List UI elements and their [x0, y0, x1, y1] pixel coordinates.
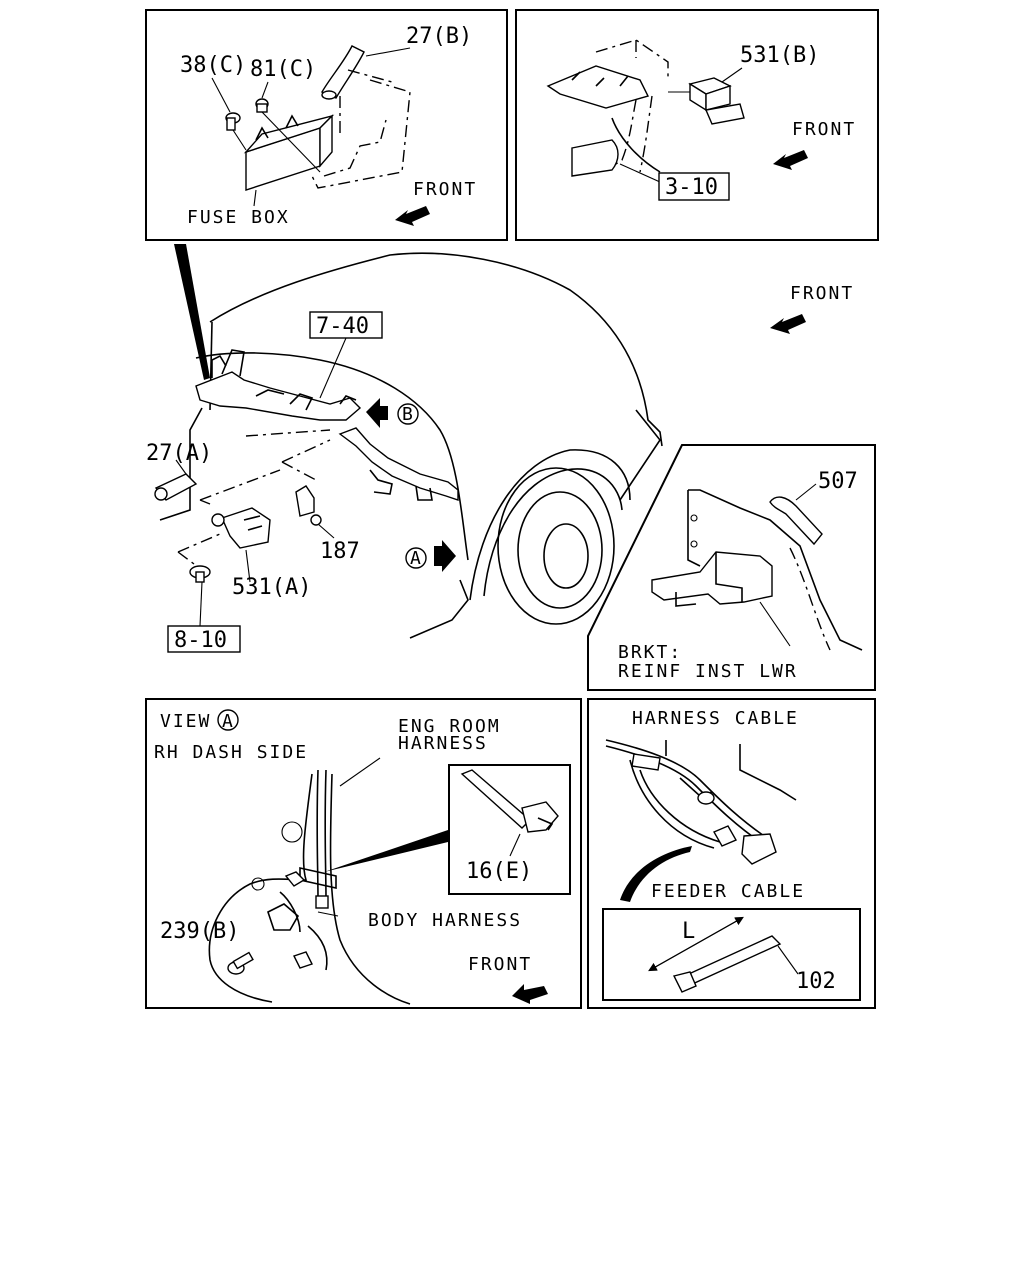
label-front-2: FRONT	[792, 119, 856, 140]
label-brkt: BRKT:	[618, 642, 682, 663]
nut-81c-icon	[255, 98, 269, 113]
ref-3-10: 3-10	[665, 175, 718, 200]
bracket-panel: 507 BRKT: REINF INST LWR	[587, 444, 876, 691]
front-arrow-icon	[395, 206, 430, 226]
ref-box-7-40	[309, 311, 383, 339]
ref-box-3-10	[658, 172, 730, 201]
view-b-arrow-icon	[366, 398, 388, 428]
label-rh-dash-side: RH DASH SIDE	[154, 742, 308, 763]
label-531b: 531(B)	[740, 43, 819, 68]
pedal-panel: 531(B) 3-10 FRONT	[515, 9, 879, 241]
label-body-harness: BODY HARNESS	[368, 910, 522, 931]
bolt-239b-icon	[227, 951, 254, 975]
front-arrow-icon	[773, 150, 808, 170]
label-27b: 27(B)	[406, 24, 472, 49]
reinf-bracket-icon	[651, 551, 773, 605]
label-38c: 38(C)	[180, 53, 246, 78]
label-front-4: FRONT	[468, 954, 532, 975]
label-view-b: B	[402, 404, 415, 425]
connector-icon	[741, 833, 777, 865]
label-531a: 531(A)	[232, 575, 311, 600]
wheel-icon	[469, 449, 631, 625]
fuse-box-panel: 27(B) 38(C) 81(C) FUSE BOX FRONT	[145, 9, 508, 241]
ref-7-40: 7-40	[316, 314, 369, 339]
bracket-187-icon	[295, 485, 322, 526]
label-eng-room: ENG ROOM	[398, 716, 501, 737]
pedal-pad-icon	[571, 139, 619, 177]
pointer-wedge-icon	[324, 830, 448, 872]
label-507: 507	[818, 469, 858, 494]
inset-102	[602, 908, 861, 1001]
front-arrow-icon	[512, 984, 548, 1004]
inset-16e	[448, 764, 571, 895]
label-view: VIEW	[160, 711, 211, 732]
harness-clip-27a-icon	[154, 473, 198, 501]
view-a-arrow-icon	[434, 540, 456, 572]
cable-tie-102-icon	[672, 935, 782, 993]
view-b-circle	[397, 403, 419, 425]
label-harness-cable: HARNESS CABLE	[632, 708, 799, 729]
label-front-3: FRONT	[790, 283, 854, 304]
label-front-1: FRONT	[413, 179, 477, 200]
label-102: 102	[796, 969, 836, 994]
view-a-circle	[217, 709, 239, 731]
cable-panel: HARNESS CABLE FEEDER CABLE L 102	[587, 698, 876, 1009]
pointer-wedge-icon	[174, 244, 210, 380]
main-vehicle-view: 7-40 B 27(A) 187 A 531(A) 8-10 FRONT	[146, 244, 854, 653]
label-harness: HARNESS	[398, 733, 488, 754]
ref-box-8-10	[167, 625, 241, 653]
label-dim-l: L	[682, 919, 695, 944]
label-16e: 16(E)	[466, 859, 532, 884]
harness-clip-27b-icon	[321, 45, 365, 99]
label-27a: 27(A)	[146, 441, 212, 466]
ref-8-10: 8-10	[174, 628, 227, 653]
label-feeder-cable: FEEDER CABLE	[651, 881, 805, 902]
bolt-8-10-icon	[189, 565, 211, 583]
fuse-box-icon	[243, 114, 335, 191]
label-reinf-inst-lwr: REINF INST LWR	[618, 661, 798, 682]
view-a-circle	[405, 547, 427, 569]
front-arrow-icon	[770, 314, 806, 334]
label-239b: 239(B)	[160, 919, 239, 944]
clip-507-icon	[769, 496, 823, 546]
label-view-a: A	[410, 548, 423, 569]
switch-531a-icon	[211, 507, 271, 549]
switch-531b-icon	[688, 77, 745, 125]
label-fuse-box: FUSE BOX	[187, 207, 290, 228]
view-a-panel: VIEW A RH DASH SIDE ENG ROOM HARNESS 16(…	[145, 698, 582, 1009]
pointer-sweep-icon	[620, 846, 692, 902]
label-187: 187	[320, 539, 360, 564]
bolt-38c-icon	[225, 112, 241, 131]
label-81c: 81(C)	[250, 57, 316, 82]
cable-tie-16e-icon	[460, 769, 559, 833]
label-view-a-letter: A	[222, 711, 235, 732]
